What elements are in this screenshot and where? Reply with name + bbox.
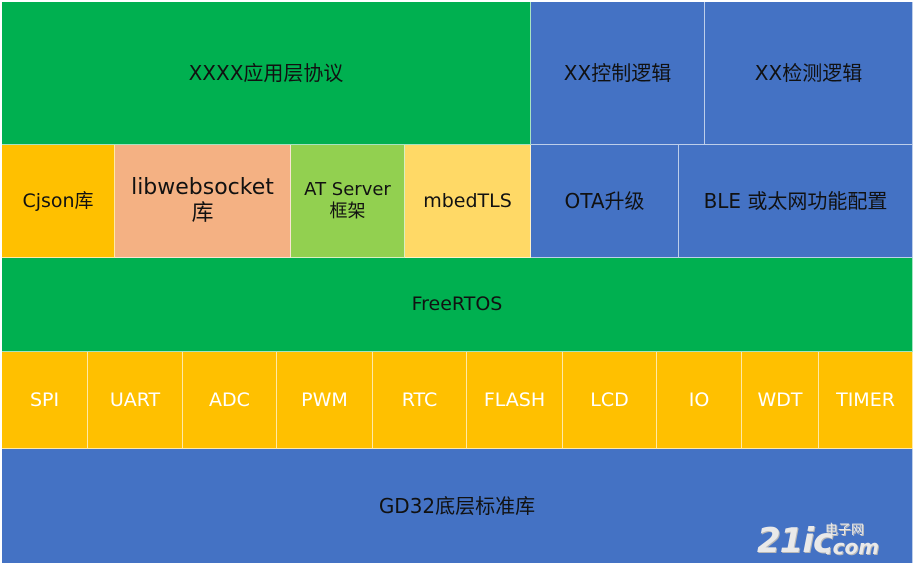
app-protocol-block: XXXX应用层协议	[2, 2, 531, 145]
driver-wdt-block: WDT	[742, 352, 819, 449]
cjson-block: Cjson库	[2, 145, 115, 258]
driver-timer-block: TIMER	[819, 352, 913, 449]
driver-flash-block: FLASH	[467, 352, 563, 449]
driver-lcd-block: LCD	[563, 352, 657, 449]
at-server-block: AT Server框架	[291, 145, 405, 258]
detect-logic-label: XX检测逻辑	[754, 61, 863, 85]
gd32-base-block: GD32底层标准库	[2, 449, 913, 563]
ota-label: OTA升级	[564, 189, 645, 213]
watermark-domain: .com	[825, 535, 880, 559]
ble-config-block: BLE 或太网功能配置	[679, 145, 913, 258]
watermark-cn: 电子网	[825, 523, 865, 538]
mbedtls-label: mbedTLS	[423, 189, 512, 212]
libwebsocket-label: libwebsocket库	[131, 174, 274, 226]
driver-rtc-block: RTC	[373, 352, 467, 449]
watermark-logo: 21ic 电子网 .com	[757, 517, 913, 561]
freertos-label: FreeRTOS	[411, 293, 503, 316]
cjson-label: Cjson库	[22, 189, 94, 212]
driver-spi-block: SPI	[2, 352, 88, 449]
ble-config-label: BLE 或太网功能配置	[703, 189, 888, 213]
driver-timer-label: TIMER	[836, 388, 895, 411]
watermark-brand: 21ic	[757, 521, 833, 561]
control-logic-block: XX控制逻辑	[531, 2, 705, 145]
driver-rtc-label: RTC	[401, 388, 438, 411]
driver-flash-label: FLASH	[483, 388, 546, 411]
driver-wdt-label: WDT	[757, 388, 803, 411]
driver-uart-block: UART	[88, 352, 183, 449]
control-logic-label: XX控制逻辑	[563, 61, 672, 85]
driver-lcd-label: LCD	[590, 388, 629, 411]
ota-block: OTA升级	[531, 145, 679, 258]
driver-pwm-label: PWM	[301, 388, 348, 411]
mbedtls-block: mbedTLS	[405, 145, 531, 258]
app-protocol-label: XXXX应用层协议	[188, 61, 344, 85]
driver-uart-label: UART	[109, 388, 161, 411]
driver-adc-label: ADC	[209, 388, 250, 411]
gd32-base-label: GD32底层标准库	[378, 494, 536, 518]
driver-io-label: IO	[688, 388, 710, 411]
detect-logic-block: XX检测逻辑	[705, 2, 913, 145]
driver-adc-block: ADC	[183, 352, 277, 449]
libwebsocket-block: libwebsocket库	[115, 145, 291, 258]
driver-spi-label: SPI	[29, 388, 60, 411]
driver-pwm-block: PWM	[277, 352, 373, 449]
freertos-block: FreeRTOS	[2, 258, 913, 352]
at-server-label: AT Server框架	[304, 179, 391, 222]
driver-io-block: IO	[657, 352, 742, 449]
